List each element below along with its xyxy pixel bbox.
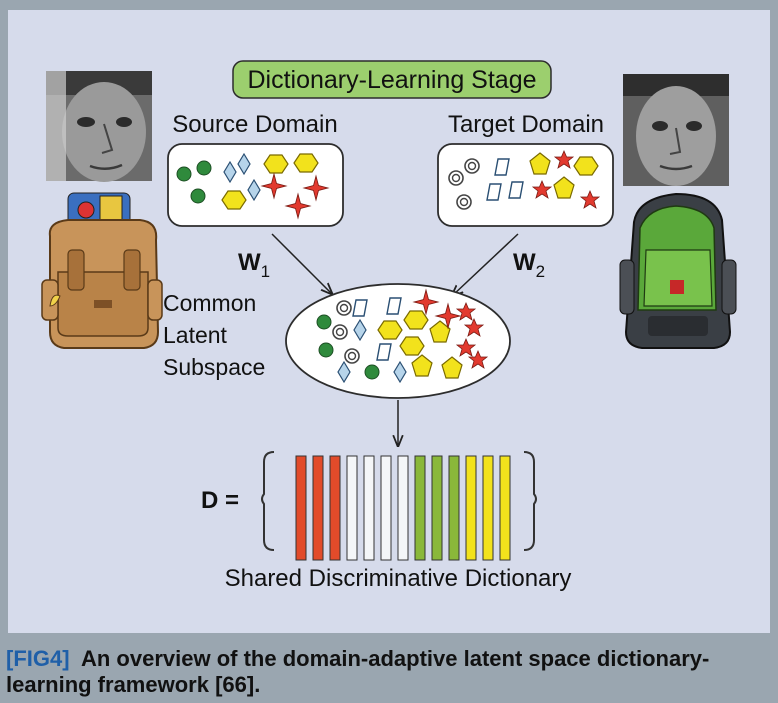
dictionary-atom-red	[312, 455, 324, 561]
figure-caption: [FIG4] An overview of the domain-adaptiv…	[6, 646, 766, 698]
dictionary-bracket-right	[523, 451, 537, 551]
dictionary-atom-yellow	[465, 455, 477, 561]
caption-text: An overview of the domain-adaptive laten…	[6, 646, 710, 697]
arrow-w2	[452, 233, 519, 296]
sample-parallelogram	[494, 158, 510, 176]
sample-circle	[176, 166, 192, 182]
w2-label: W2	[513, 249, 545, 281]
dictionary-label: Shared Discriminative Dictionary	[225, 565, 572, 592]
backpack-target	[619, 192, 737, 349]
caption-tag: [FIG4]	[6, 646, 70, 671]
dictionary-columns	[295, 455, 511, 561]
sample-hexagon	[221, 190, 247, 210]
dictionary-atom-yellow	[499, 455, 511, 561]
sample-hexagon	[399, 336, 425, 356]
stage-label-box	[232, 60, 552, 99]
sample-circle	[318, 342, 334, 358]
sample-ring	[332, 324, 348, 340]
sample-circle	[364, 364, 380, 380]
sample-circle	[190, 188, 206, 204]
dictionary-atom-red	[329, 455, 341, 561]
dictionary-atom-yellow	[482, 455, 494, 561]
sample-hexagon	[293, 153, 319, 173]
sample-hexagon	[263, 154, 289, 174]
sample-parallelogram	[352, 299, 368, 317]
dictionary-bracket-left	[261, 451, 275, 551]
dictionary-atom-white	[397, 455, 409, 561]
dictionary-atom-green	[414, 455, 426, 561]
sample-parallelogram	[486, 183, 502, 201]
sample-ring	[464, 158, 480, 174]
sample-ring	[448, 170, 464, 186]
d-equals-label: D =	[201, 487, 239, 514]
face-photo-source	[46, 71, 152, 182]
face-photo-target	[623, 74, 729, 186]
sample-ring	[344, 348, 360, 364]
backpack-source	[41, 192, 163, 349]
sample-hexagon	[573, 156, 599, 176]
figure-panel: Dictionary-Learning Stage Source Domain …	[8, 10, 770, 633]
dictionary-atom-green	[448, 455, 460, 561]
sample-circle	[316, 314, 332, 330]
sample-circle	[196, 160, 212, 176]
target-domain-label: Target Domain	[448, 111, 604, 138]
sample-parallelogram	[508, 181, 524, 199]
sample-ring	[456, 194, 472, 210]
diagram: Dictionary-Learning Stage Source Domain …	[41, 60, 737, 592]
dictionary-atom-green	[431, 455, 443, 561]
sample-hexagon	[377, 320, 403, 340]
dictionary-atom-white	[346, 455, 358, 561]
stage-label: Dictionary-Learning Stage	[247, 66, 536, 94]
latent-subspace-label: Common Latent Subspace	[163, 290, 265, 380]
sample-ring	[336, 300, 352, 316]
sample-parallelogram	[376, 343, 392, 361]
target-domain-box	[437, 143, 614, 227]
sample-parallelogram	[386, 297, 402, 315]
sample-hexagon	[403, 310, 429, 330]
arrow-w1	[271, 233, 332, 294]
dictionary-atom-white	[380, 455, 392, 561]
dictionary-atom-white	[363, 455, 375, 561]
dictionary-atom-red	[295, 455, 307, 561]
w1-label: W1	[238, 249, 270, 281]
source-domain-label: Source Domain	[172, 111, 337, 138]
